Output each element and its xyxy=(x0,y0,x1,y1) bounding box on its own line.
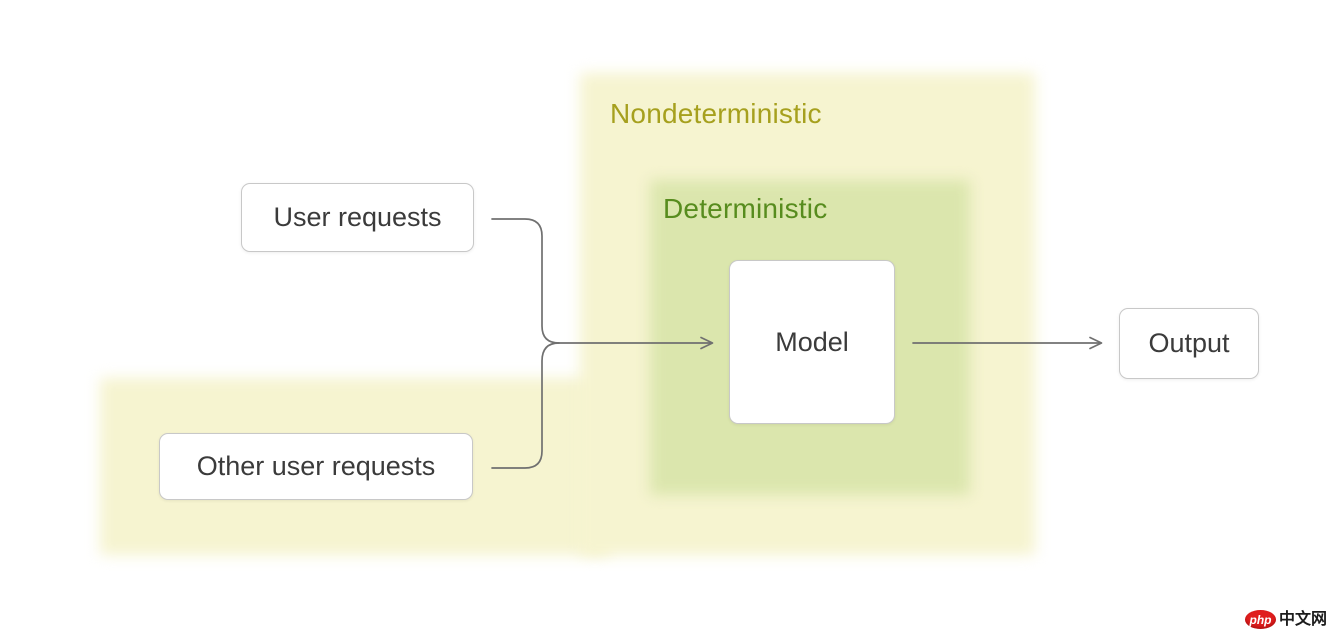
output-node: Output xyxy=(1119,308,1259,379)
other-user-requests-node: Other user requests xyxy=(159,433,473,500)
user-requests-node: User requests xyxy=(241,183,474,252)
output-arrowhead-icon xyxy=(1089,336,1103,350)
model-label: Model xyxy=(775,326,849,357)
deterministic-label: Deterministic xyxy=(663,193,828,224)
model-node: Model xyxy=(729,260,895,424)
user-requests-connector xyxy=(491,218,560,344)
nondeterministic-label: Nondeterministic xyxy=(610,98,822,129)
watermark: php 中文网 xyxy=(1245,610,1327,629)
php-logo-icon: php xyxy=(1245,610,1276,629)
watermark-text: 中文网 xyxy=(1279,611,1328,628)
user-requests-label: User requests xyxy=(273,202,442,232)
output-label: Output xyxy=(1148,328,1230,358)
other-user-requests-label: Other user requests xyxy=(196,451,436,481)
